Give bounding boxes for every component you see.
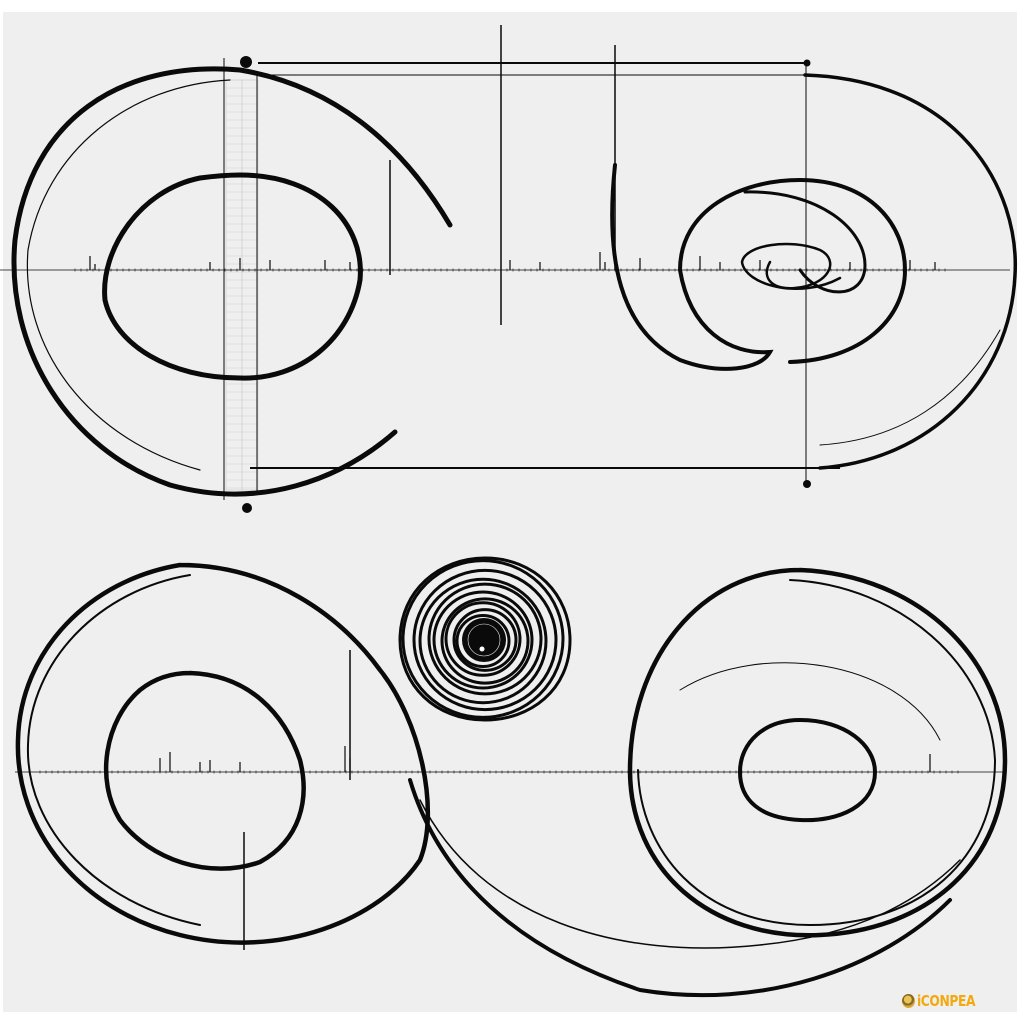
- spiral-center-dot: [479, 646, 485, 652]
- waveforms: [39, 252, 959, 774]
- measurement-grid-strip: [225, 79, 259, 491]
- top-right-spiral-outer: [610, 163, 908, 371]
- spiral-ring: [412, 568, 558, 712]
- bottom-waveform: [39, 746, 959, 774]
- top-right-outer-loop: [803, 73, 1018, 470]
- canvas-panel: [3, 12, 1017, 1012]
- dot-mid-left: [242, 503, 252, 513]
- top-right-spiral-core: [740, 242, 842, 290]
- spiral-ring: [401, 559, 565, 719]
- watermark-logo-icon: [902, 994, 915, 1008]
- spiral-ring: [418, 577, 548, 705]
- top-right-spiral-mid: [743, 190, 867, 294]
- watermark: iCONPEA: [902, 990, 988, 1012]
- center-spiral-ring-1: [398, 556, 572, 722]
- bottom-left-outer-loop-2: [26, 574, 201, 926]
- guide-lines: [0, 25, 1010, 950]
- bottom-right-outer-loop-2: [637, 579, 997, 927]
- watermark-text: iCONPEA: [917, 992, 976, 1010]
- bottom-left-inner-loop: [103, 670, 306, 871]
- bottom-swoop-thin: [419, 799, 961, 949]
- spiral-core: [462, 618, 506, 662]
- dot-top-right: [803, 59, 811, 67]
- spiral-ring: [432, 590, 534, 690]
- bottom-left-outer-loop: [15, 562, 431, 945]
- bottom-right-outer-loop: [627, 567, 1008, 938]
- spiral-ring: [455, 614, 511, 668]
- dot-top-left: [240, 56, 252, 68]
- spiral-ring: [427, 582, 543, 696]
- dot-mid-right: [803, 480, 811, 488]
- anchor-dots: [240, 56, 811, 513]
- loops-and-spirals: [11, 66, 1018, 998]
- top-waveform: [74, 252, 946, 272]
- spiral-ring: [444, 601, 522, 677]
- bottom-swoop: [408, 778, 952, 998]
- spiral-ring: [440, 597, 530, 685]
- top-right-outer-thin: [819, 329, 1001, 446]
- top-left-outer-loop: [11, 66, 453, 497]
- center-concentric-spiral: [401, 559, 565, 719]
- bottom-right-thin-arc: [679, 662, 941, 741]
- spiral-core-ring: [467, 623, 501, 657]
- top-left-outer-loop-thin: [26, 79, 231, 471]
- top-left-inner-loop: [102, 172, 363, 381]
- bottom-right-inner-loop: [737, 718, 878, 823]
- spiral-ring: [452, 608, 518, 672]
